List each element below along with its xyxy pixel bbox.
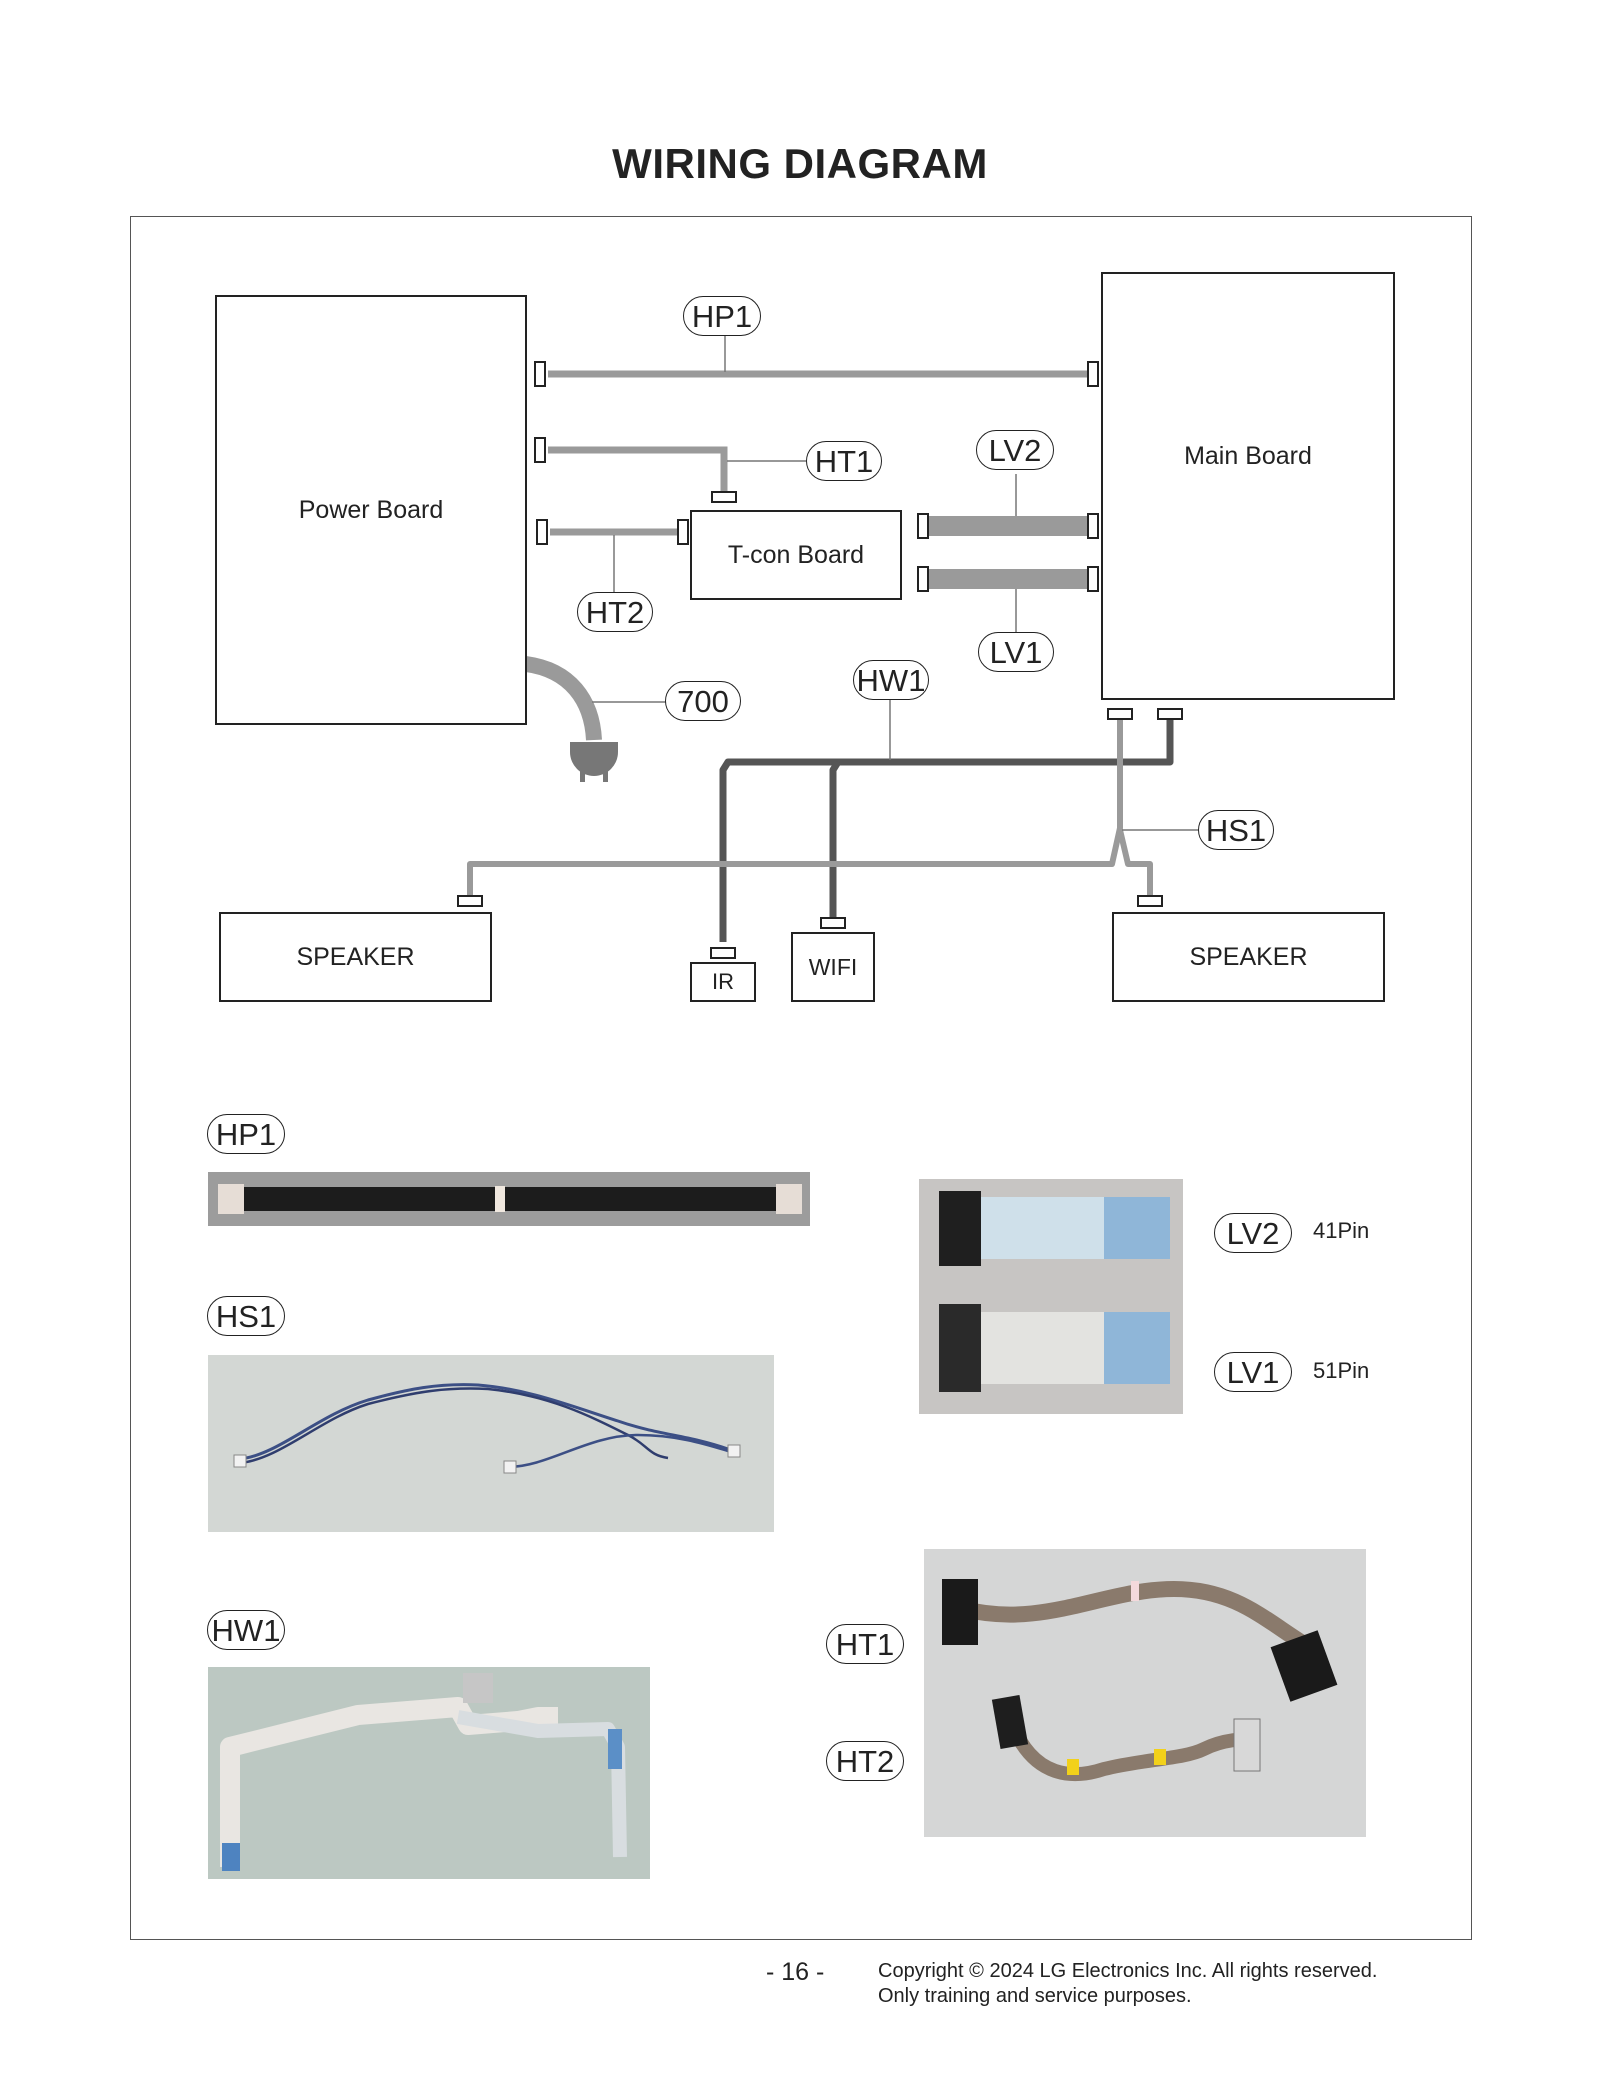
hw1-cable-drawing bbox=[220, 1673, 627, 1871]
photo-label-lv2: LV2 bbox=[1214, 1213, 1292, 1253]
wifi-module-label: WIFI bbox=[808, 953, 858, 980]
cable-label-lv2: LV2 bbox=[976, 430, 1054, 470]
cable-hs1 bbox=[457, 708, 1200, 907]
cable-label-lv1: LV1 bbox=[978, 632, 1054, 672]
cable-label-hp1: HP1 bbox=[683, 296, 761, 336]
main-board-label: Main Board bbox=[1184, 441, 1312, 470]
diagram-frame bbox=[130, 216, 1472, 1940]
photo-label-hw1: HW1 bbox=[207, 1610, 285, 1650]
usage-note: Only training and service purposes. bbox=[878, 1985, 1192, 2007]
tcon-board-label: T-con Board bbox=[727, 540, 865, 569]
photo-label-lv1: LV1 bbox=[1214, 1352, 1292, 1392]
hp1-cable-photo bbox=[208, 1172, 810, 1226]
speaker-right: SPEAKER bbox=[1112, 912, 1385, 1002]
speaker-right-label: SPEAKER bbox=[1189, 942, 1308, 971]
power-cord-700 bbox=[524, 656, 666, 782]
power-board-label: Power Board bbox=[298, 495, 444, 524]
lv1-pin-count: 51Pin bbox=[1313, 1358, 1370, 1383]
hw1-cable-photo bbox=[208, 1667, 650, 1879]
main-board: Main Board bbox=[1101, 272, 1395, 700]
cable-hw1 bbox=[710, 700, 1183, 959]
ir-module-label: IR bbox=[712, 969, 734, 994]
copyright-text: Copyright © 2024 LG Electronics Inc. All… bbox=[878, 1960, 1378, 1982]
hs1-cable-drawing bbox=[233, 1383, 741, 1474]
hp1-cable-drawing bbox=[218, 1184, 802, 1214]
photo-label-ht2: HT2 bbox=[826, 1741, 904, 1781]
cable-ht1 bbox=[534, 437, 806, 503]
page-title: WIRING DIAGRAM bbox=[612, 140, 988, 187]
hs1-cable-photo bbox=[208, 1355, 774, 1532]
cable-hp1 bbox=[534, 336, 1099, 387]
cable-label-hs1: HS1 bbox=[1198, 810, 1274, 850]
power-board: Power Board bbox=[215, 295, 527, 725]
photo-label-hp1: HP1 bbox=[207, 1114, 285, 1154]
ir-module: IR bbox=[690, 962, 756, 1002]
cable-label-700: 700 bbox=[665, 681, 741, 721]
cable-label-ht1: HT1 bbox=[806, 441, 882, 481]
speaker-left: SPEAKER bbox=[219, 912, 492, 1002]
wifi-module: WIFI bbox=[791, 932, 875, 1002]
cable-ht2 bbox=[536, 519, 689, 592]
page-number: - 16 - bbox=[766, 1958, 825, 1986]
photo-label-hs1: HS1 bbox=[207, 1296, 285, 1336]
ht-cables-drawing bbox=[942, 1579, 1338, 1781]
cable-lv1 bbox=[917, 566, 1099, 632]
speaker-left-label: SPEAKER bbox=[296, 942, 415, 971]
cable-label-ht2: HT2 bbox=[577, 592, 653, 632]
ht-cables-photo bbox=[924, 1549, 1366, 1837]
tcon-board: T-con Board bbox=[690, 510, 902, 600]
wiring-schematic bbox=[457, 336, 1200, 959]
lv-cables-drawing bbox=[939, 1191, 1170, 1392]
photo-label-ht1: HT1 bbox=[826, 1624, 904, 1664]
cable-label-hw1: HW1 bbox=[853, 660, 929, 700]
lv2-pin-count: 41Pin bbox=[1313, 1218, 1370, 1243]
cable-lv2 bbox=[917, 474, 1099, 539]
lv-cables-photo bbox=[919, 1179, 1183, 1414]
